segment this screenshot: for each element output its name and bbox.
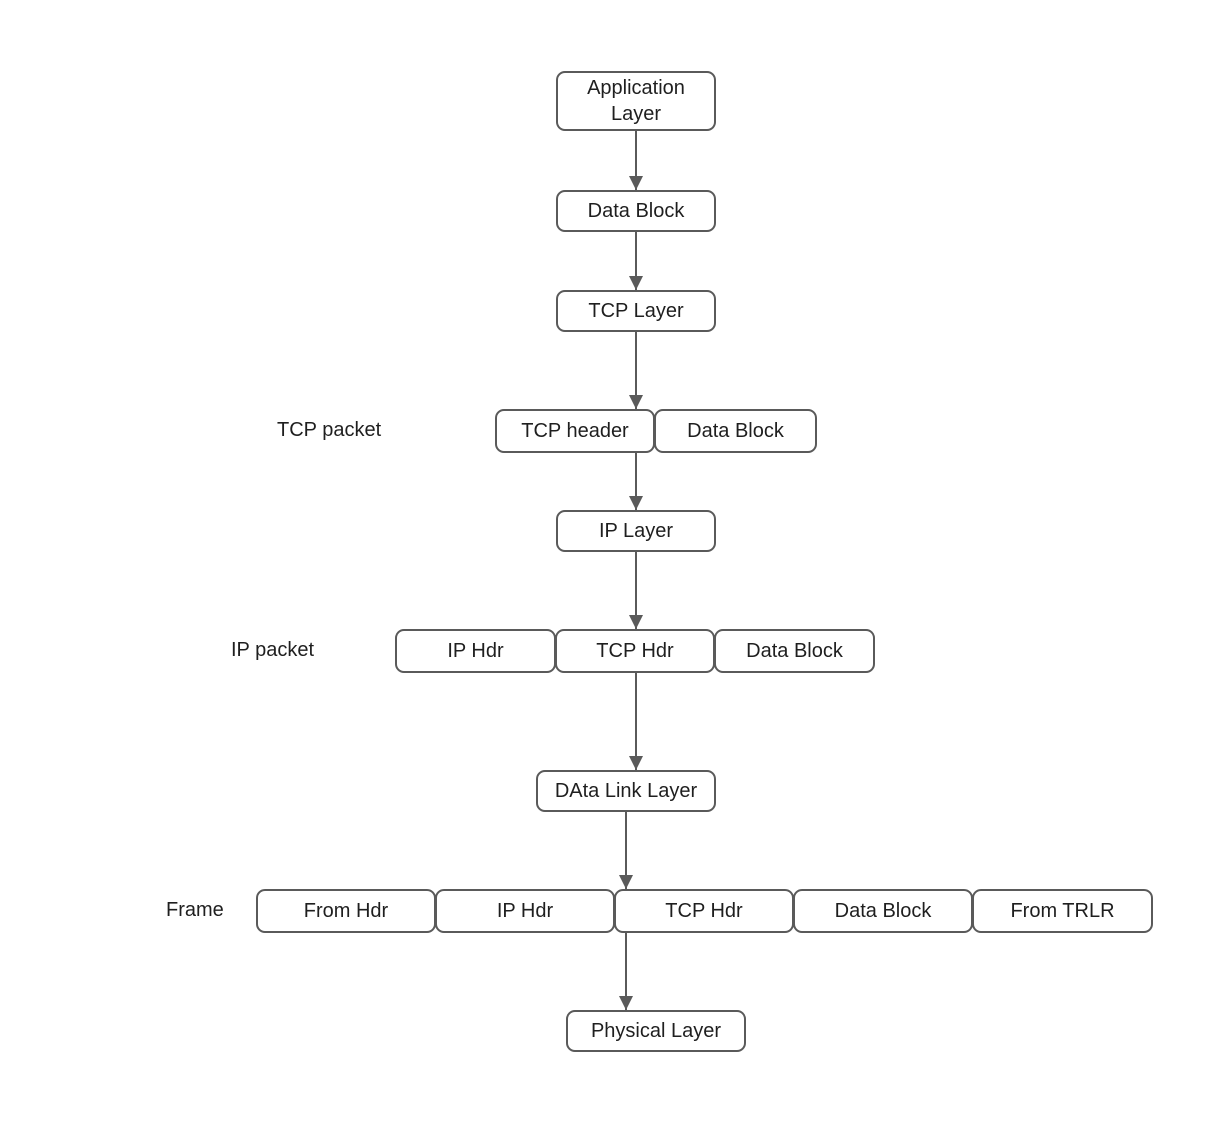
connector-line-datablock-to-tcplayer: [635, 232, 637, 290]
connector-line-ippacket-to-datalink: [635, 673, 637, 770]
node-data-block[interactable]: Data Block: [556, 190, 716, 232]
packet-segment[interactable]: From TRLR: [972, 889, 1153, 933]
arrow-head-icon-app-to-datablock: [629, 176, 643, 190]
packet-segment[interactable]: TCP Hdr: [555, 629, 715, 673]
connector-line-app-to-datablock: [635, 131, 637, 190]
arrow-head-icon-iplayer-to-ippacket: [629, 615, 643, 629]
arrow-head-icon-datablock-to-tcplayer: [629, 276, 643, 290]
arrow-head-icon-ippacket-to-datalink: [629, 756, 643, 770]
packet-segment[interactable]: IP Hdr: [435, 889, 615, 933]
node-tcp-layer[interactable]: TCP Layer: [556, 290, 716, 332]
row-label-frame: Frame: [166, 899, 224, 921]
packet-segment[interactable]: TCP header: [495, 409, 655, 453]
packet-segment[interactable]: From Hdr: [256, 889, 436, 933]
packet-segment[interactable]: IP Hdr: [395, 629, 556, 673]
packet-segment[interactable]: Data Block: [714, 629, 875, 673]
row-label-tcp-packet: TCP packet: [277, 419, 382, 441]
node-ip-layer[interactable]: IP Layer: [556, 510, 716, 552]
arrow-head-icon-frame-to-physical: [619, 996, 633, 1010]
connector-line-iplayer-to-ippacket: [635, 552, 637, 629]
row-label-ip-packet: IP packet: [231, 639, 315, 661]
node-data-link-layer[interactable]: DAta Link Layer: [536, 770, 716, 812]
arrow-head-icon-tcplayer-to-tcppacket: [629, 395, 643, 409]
connector-line-frame-to-physical: [625, 933, 627, 1010]
connector-line-tcplayer-to-tcppacket: [635, 332, 637, 409]
arrow-head-icon-tcppacket-to-iplayer: [629, 496, 643, 510]
node-application-layer[interactable]: Application Layer: [556, 71, 716, 131]
packet-segment[interactable]: Data Block: [793, 889, 973, 933]
arrow-head-icon-datalink-to-frame: [619, 875, 633, 889]
packet-segment[interactable]: TCP Hdr: [614, 889, 794, 933]
connector-line-datalink-to-frame: [625, 812, 627, 889]
connector-line-tcppacket-to-iplayer: [635, 453, 637, 510]
node-physical-layer[interactable]: Physical Layer: [566, 1010, 746, 1052]
packet-segment[interactable]: Data Block: [654, 409, 817, 453]
